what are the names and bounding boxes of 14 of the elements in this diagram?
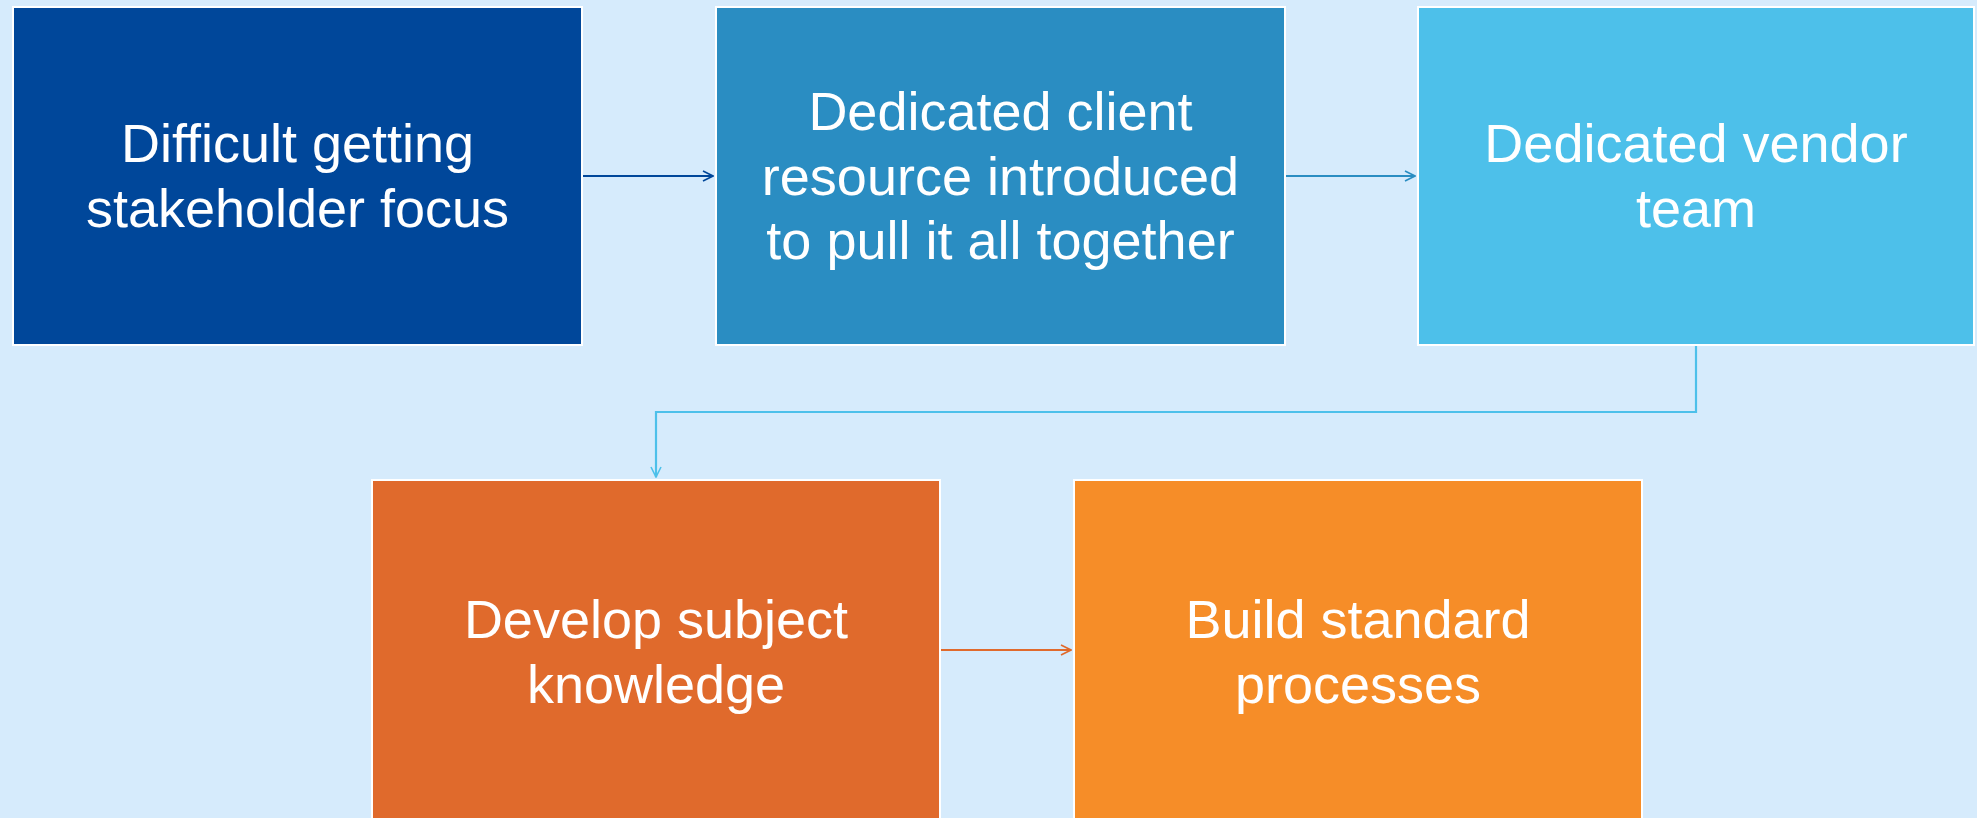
box-label: Dedicated vendor team (1483, 112, 1909, 240)
process-box (1073, 479, 1643, 818)
arrow (941, 644, 1072, 656)
box-label: Develop subject knowledge (462, 587, 850, 716)
process-box (715, 6, 1286, 346)
process-box (1417, 6, 1975, 346)
arrow (650, 346, 1698, 478)
arrow (583, 170, 714, 182)
process-box (371, 479, 941, 818)
arrow (1286, 170, 1416, 182)
box-label: Difficult getting stakeholder focus (84, 112, 511, 240)
box-label: Build standard processes (1184, 587, 1532, 716)
process-box (12, 6, 583, 346)
box-label: Dedicated client resource introduced to pull it all together (760, 79, 1241, 273)
